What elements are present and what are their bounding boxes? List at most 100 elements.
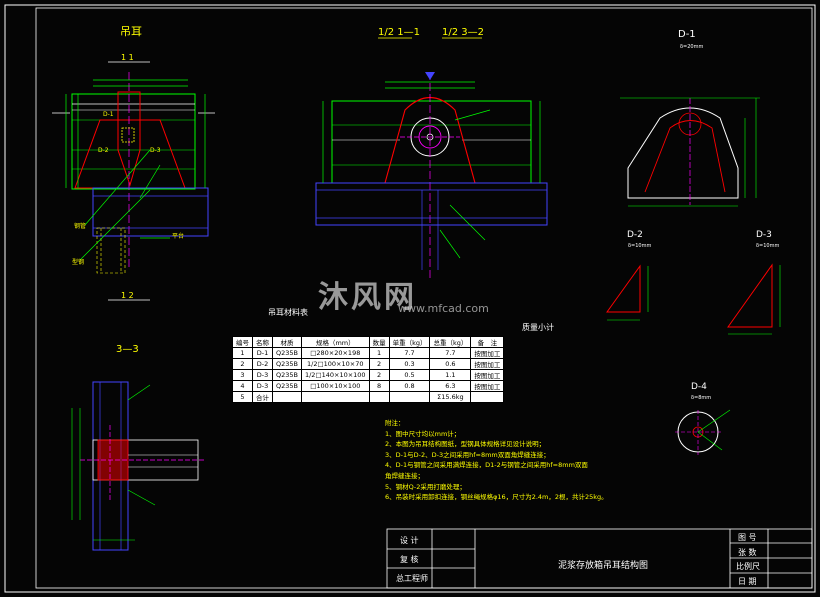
tb-chief: 总工程师 bbox=[396, 574, 428, 583]
view-half-section bbox=[315, 37, 548, 278]
title-d4: D-4 bbox=[691, 382, 707, 392]
table-cell: □280×20×198 bbox=[300, 347, 370, 359]
table-cell bbox=[272, 391, 302, 403]
table-cell: D-3 bbox=[252, 369, 273, 381]
parts-table-header-row: 编号 名称 材质 规格（mm） 数量 单重（kg） 总重（kg） 备 注 bbox=[232, 336, 505, 348]
table-cell: 1/2□100×10×70 bbox=[300, 358, 370, 370]
note-line: 5、钢材Q-2采用打磨处理； bbox=[385, 482, 466, 491]
table-cell: 合计 bbox=[252, 391, 273, 403]
table-row: 2 D-2 Q235B 1/2□100×10×70 2 0.3 0.6 按图加工 bbox=[232, 358, 505, 370]
subtitle-d4: δ=8mm bbox=[691, 395, 712, 401]
notes-title: 附注： bbox=[385, 419, 405, 427]
table-cell: 2 bbox=[368, 369, 390, 381]
view-d2 bbox=[606, 264, 649, 321]
callout-d1: D-1 bbox=[103, 111, 114, 118]
title-d3: D-3 bbox=[756, 230, 772, 240]
table-cell: 7.7 bbox=[388, 347, 431, 359]
table-cell bbox=[300, 391, 370, 403]
table-row-total: 5 合计 Σ15.6kg bbox=[232, 391, 505, 403]
tb-drawing-no: 图 号 bbox=[738, 533, 757, 542]
table-cell: □100×10×100 bbox=[300, 380, 370, 392]
table-cell: D-2 bbox=[252, 358, 273, 370]
note-line: 1、图中尺寸均以mm计； bbox=[385, 429, 461, 438]
title-section-33: 3—3 bbox=[116, 344, 139, 355]
title-block-lines bbox=[386, 528, 813, 589]
subtitle-d2: δ=10mm bbox=[628, 243, 652, 249]
title-lifting-ear: 吊耳 bbox=[120, 25, 142, 38]
table-cell: Q235B bbox=[272, 380, 302, 392]
title-section-11: 1/2 1—1 bbox=[378, 27, 420, 38]
label-section-12: 1 2 bbox=[121, 291, 134, 300]
watermark-logo: 沐风网 bbox=[318, 280, 417, 315]
view-d3 bbox=[727, 263, 781, 335]
title-d1: D-1 bbox=[678, 29, 696, 40]
col-header: 名称 bbox=[252, 336, 273, 348]
tb-scale: 比例尺 bbox=[736, 562, 760, 571]
view-d1 bbox=[620, 97, 760, 207]
table-cell: 5 bbox=[232, 391, 253, 403]
table-cell: 0.3 bbox=[388, 358, 431, 370]
watermark-url: www.mfcad.com bbox=[398, 302, 489, 315]
title-section-32: 1/2 3—2 bbox=[442, 27, 484, 38]
table-cell bbox=[470, 391, 505, 403]
note-line: 3、D-1与D-2、D-3之间采用hf=8mm双面角焊缝连接； bbox=[385, 450, 550, 459]
table-cell: 8 bbox=[368, 380, 390, 392]
tb-drawing-title: 泥浆存放箱吊耳结构图 bbox=[558, 561, 649, 571]
table-cell: 1 bbox=[368, 347, 390, 359]
table-cell: D-3 bbox=[252, 380, 273, 392]
parts-table-title: 吊耳材料表 bbox=[268, 308, 308, 317]
table-cell: 0.6 bbox=[429, 358, 472, 370]
table-cell: 4 bbox=[232, 380, 253, 392]
table-cell bbox=[388, 391, 431, 403]
callout-steel: 型钢 bbox=[72, 259, 85, 266]
view-section-33 bbox=[71, 381, 205, 551]
weight-title: 质量小计 bbox=[522, 323, 554, 332]
note-line: 6、吊装时采用卸扣连接，钢丝绳规格φ16，尺寸为2.4m，2根，共计25kg。 bbox=[385, 493, 608, 502]
table-cell: 0.5 bbox=[388, 369, 431, 381]
callout-d3: D-3 bbox=[150, 147, 161, 154]
table-cell: 按图加工 bbox=[470, 369, 505, 381]
title-d2: D-2 bbox=[627, 230, 643, 240]
table-cell: Q235B bbox=[272, 358, 302, 370]
table-cell: 按图加工 bbox=[470, 358, 505, 370]
table-cell: 1/2□140×10×100 bbox=[300, 369, 370, 381]
col-header: 数量 bbox=[368, 336, 390, 348]
table-cell: 按图加工 bbox=[470, 380, 505, 392]
notes-block: 附注： 1、图中尺寸均以mm计； 2、本图为吊耳结构图纸，型钢具体规格详见设计说… bbox=[385, 418, 685, 503]
table-cell: D-1 bbox=[252, 347, 273, 359]
table-cell: 7.7 bbox=[429, 347, 472, 359]
tb-date: 日 期 bbox=[738, 577, 757, 586]
col-header: 单重（kg） bbox=[388, 336, 431, 348]
table-cell: 1 bbox=[232, 347, 253, 359]
note-line: 2、本图为吊耳结构图纸，型钢具体规格详见设计说明； bbox=[385, 440, 546, 449]
tb-design: 设 计 bbox=[400, 536, 419, 545]
col-header: 编号 bbox=[232, 336, 253, 348]
view-lifting-ear bbox=[52, 61, 215, 301]
table-row: 1 D-1 Q235B □280×20×198 1 7.7 7.7 按图加工 bbox=[232, 347, 505, 359]
table-row: 3 D-3 Q235B 1/2□140×10×100 2 0.5 1.1 按图加… bbox=[232, 369, 505, 381]
table-row: 4 D-3 Q235B □100×10×100 8 0.8 6.3 按图加工 bbox=[232, 380, 505, 392]
table-cell: 2 bbox=[232, 358, 253, 370]
col-header: 备 注 bbox=[470, 336, 505, 348]
table-cell: 3 bbox=[232, 369, 253, 381]
table-cell: Q235B bbox=[272, 347, 302, 359]
label-section-11: 1 1 bbox=[121, 53, 134, 62]
tb-sheet: 张 数 bbox=[738, 548, 757, 557]
note-line: 角焊缝连接； bbox=[385, 471, 424, 480]
callout-tube: 钢管 bbox=[74, 223, 87, 230]
subtitle-d3: δ=10mm bbox=[756, 243, 780, 249]
callout-plate: 平台 bbox=[172, 233, 185, 240]
col-header: 材质 bbox=[272, 336, 302, 348]
outer-frame bbox=[4, 4, 816, 593]
table-cell: Σ15.6kg bbox=[429, 391, 472, 403]
table-cell bbox=[368, 391, 390, 403]
table-cell: 0.8 bbox=[388, 380, 431, 392]
table-cell: 1.1 bbox=[429, 369, 472, 381]
table-cell: 6.3 bbox=[429, 380, 472, 392]
parts-table: 编号 名称 材质 规格（mm） 数量 单重（kg） 总重（kg） 备 注 1 D… bbox=[232, 336, 505, 403]
tb-review: 复 核 bbox=[400, 555, 419, 564]
view-d4 bbox=[675, 409, 731, 455]
table-cell: 按图加工 bbox=[470, 347, 505, 359]
